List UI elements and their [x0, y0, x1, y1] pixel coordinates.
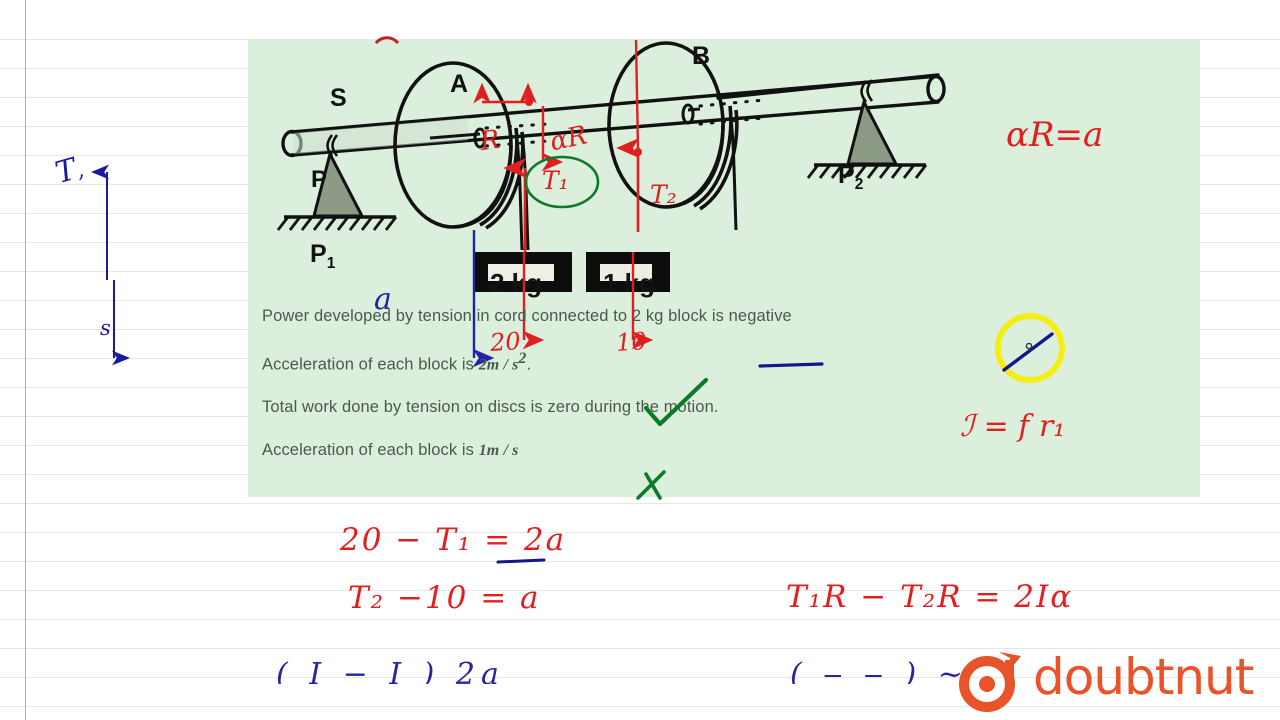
statement-math-4: 1m / s [478, 441, 519, 459]
equation-5-partial: ( ‒ ‒ ) ~ [790, 660, 969, 684]
annotation-alpha-r-equals-a: αR=a [1006, 115, 1104, 155]
doubtnut-mark-icon [959, 652, 1021, 712]
statement-sup-2: 2 [518, 349, 527, 367]
green-check-mark [643, 378, 709, 427]
figure-label-p2: P2 [838, 161, 864, 193]
statement-list: Power developed by tension in cord conne… [262, 308, 1032, 485]
green-cross-mark [636, 470, 666, 500]
doubtnut-wordmark: doubtnut [1033, 648, 1254, 706]
problem-panel: S A B P P1 P2 2 kg 1 kg [248, 36, 1200, 500]
equation-2: T₂ −10 = a [348, 580, 541, 616]
annotation-torque-equation: ℐ = f r₁ [960, 409, 1066, 444]
statement-text-1: Power developed by tension in cord conne… [262, 307, 792, 325]
statement-text-3: Total work done by tension on discs is z… [262, 398, 719, 416]
equation-1-underline [496, 558, 546, 564]
statement-row-3[interactable]: Total work done by tension on discs is z… [262, 399, 1032, 416]
annotation-acceleration-a: a [374, 282, 392, 317]
support-p2 [806, 97, 928, 179]
figure-label-p1: P1 [310, 240, 336, 272]
figure-label-disc-a: A [450, 70, 469, 98]
margin-tension-displacement-sketch [91, 164, 130, 366]
doubtnut-logo[interactable]: doubtnut [955, 650, 1275, 712]
equation-3: T₁R − T₂R = 2Iα [786, 579, 1074, 615]
statement-row-2[interactable]: Acceleration of each block is 2m / s2. [262, 349, 1032, 374]
figure-label-shaft: S [330, 84, 347, 112]
statement-text-2: Acceleration of each block is [262, 355, 479, 373]
figure-label-disc-b: B [692, 42, 711, 70]
red-annotation-arrows [473, 40, 654, 350]
equation-1: 20 − T₁ = 2a [340, 522, 567, 558]
annotation-tension-2: T₂ [650, 180, 677, 209]
statement-text-2-after: . [526, 355, 532, 373]
annotation-radius-R: R [478, 124, 502, 158]
clipped-red-mark [374, 36, 400, 45]
support-p1 [276, 149, 398, 231]
statement-row-1[interactable]: Power developed by tension in cord conne… [262, 308, 1032, 325]
pulley-shaft-figure [276, 41, 946, 292]
paper-margin-line [25, 0, 26, 720]
yellow-highlight-circle [995, 313, 1065, 383]
figure-label-block-1kg: 1 kg [603, 268, 656, 298]
figure-label-block-2kg: 2 kg [490, 268, 543, 298]
block-1kg [586, 252, 670, 292]
statement-row-4[interactable]: Acceleration of each block is 1m / s [262, 440, 1032, 459]
margin-label-displacement: s [100, 316, 111, 340]
statement-math-2: 2m / s [478, 356, 519, 373]
annotation-alpha-R: αR [547, 120, 590, 158]
statement-text-4: Acceleration of each block is [262, 440, 479, 459]
blue-underline-2kg [758, 362, 824, 368]
equation-4-partial: ( Ι − Ι ) 2a [276, 660, 505, 684]
blue-acceleration-arrow [472, 230, 495, 368]
annotation-tension-1: T₁ [542, 166, 569, 195]
figure-label-support-p: P [311, 166, 328, 193]
